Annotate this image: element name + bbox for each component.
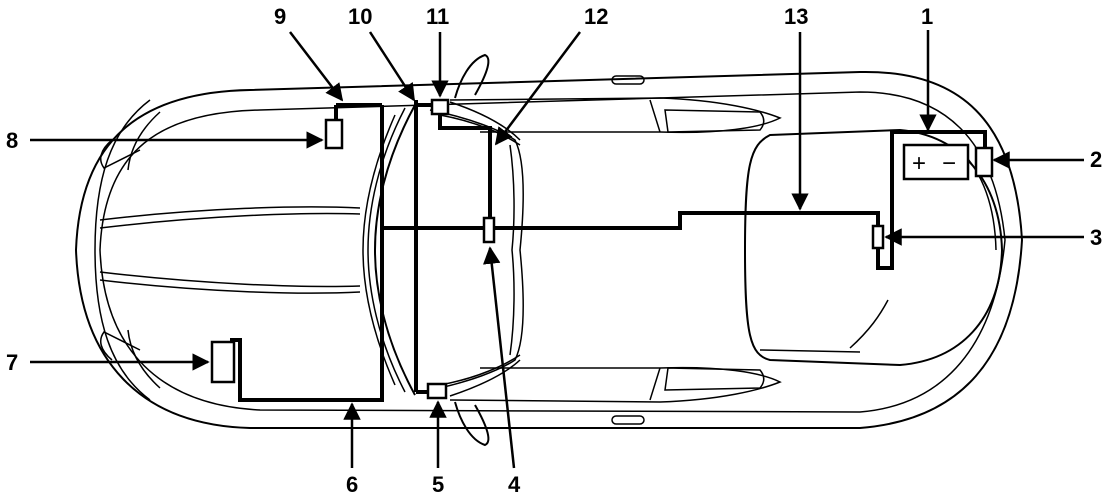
callout-2: 2 <box>1090 147 1102 172</box>
component-4 <box>482 216 496 244</box>
component-11 <box>430 98 450 116</box>
wiring-harness <box>230 100 987 402</box>
a-pillar-lines <box>429 109 524 391</box>
component-5 <box>426 382 448 400</box>
callout-1: 1 <box>921 4 933 29</box>
rear-deck <box>743 128 1004 367</box>
battery-plus-symbol: + <box>912 150 926 177</box>
callout-6: 6 <box>346 472 358 497</box>
callout-10: 10 <box>348 4 372 29</box>
callout-9: 9 <box>274 4 286 29</box>
callout-5: 5 <box>432 472 444 497</box>
callout-11: 11 <box>426 4 449 29</box>
mirror-left <box>454 53 490 99</box>
component-8 <box>324 118 344 150</box>
callout-4: 4 <box>508 472 521 497</box>
door-window-top <box>449 75 782 134</box>
component-7 <box>210 340 236 384</box>
callout-13: 13 <box>784 4 808 29</box>
leader-lines <box>30 30 1084 469</box>
mirror-right <box>454 401 490 447</box>
component-3 <box>871 224 885 250</box>
door-window-bottom <box>449 366 782 425</box>
component-2 <box>974 146 994 178</box>
callout-3: 3 <box>1090 225 1102 250</box>
hood-lines <box>99 206 361 294</box>
windshield <box>362 104 416 396</box>
callout-labels: 1 2 3 4 5 6 7 8 9 10 11 12 13 <box>6 4 1102 497</box>
callout-8: 8 <box>6 128 18 153</box>
battery-minus-symbol: − <box>942 150 956 177</box>
callout-7: 7 <box>6 350 18 375</box>
callout-12: 12 <box>584 4 608 29</box>
component-battery: + − <box>902 143 970 181</box>
